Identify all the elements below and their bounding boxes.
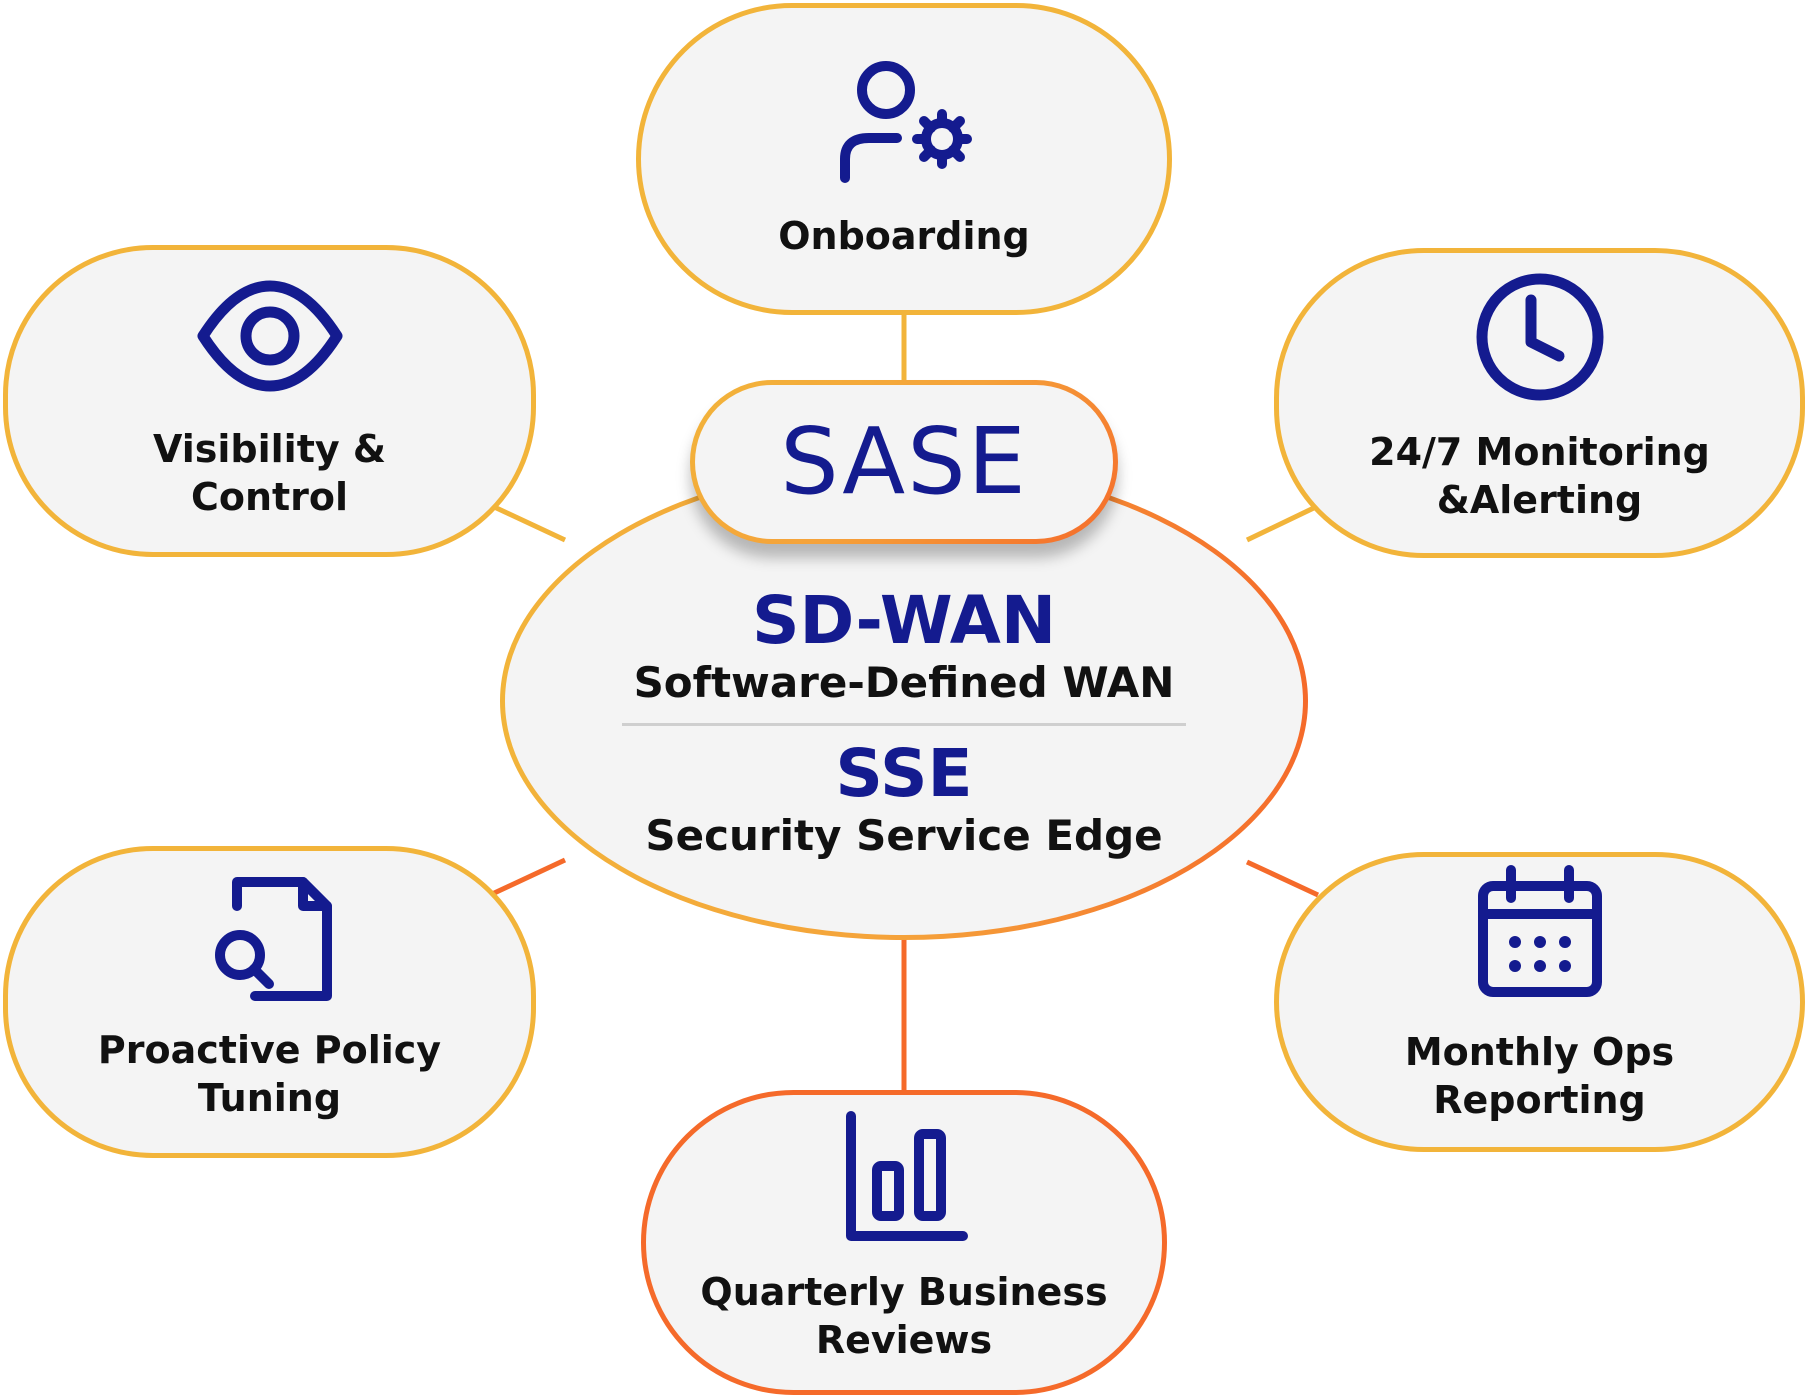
sase-badge-text: SASE xyxy=(780,408,1028,515)
connector-reporting xyxy=(1245,859,1320,898)
node-monthly-ops: Monthly Ops Reporting xyxy=(1274,852,1805,1152)
node-policy-label: Proactive Policy Tuning xyxy=(97,1028,442,1120)
node-onboarding: Onboarding xyxy=(636,3,1172,315)
node-quarterly-reviews: Quarterly Business Reviews xyxy=(641,1090,1167,1395)
eye-icon xyxy=(195,261,345,411)
node-visibility-control: Visibility & Control xyxy=(3,245,536,557)
connector-monitoring xyxy=(1245,502,1322,543)
node-onboarding-label: Onboarding xyxy=(778,214,1030,258)
connector-visibility xyxy=(488,502,567,543)
center-content: SD-WAN Software-Defined WAN SSE Security… xyxy=(505,585,1303,862)
node-reviews-label: Quarterly Business Reviews xyxy=(700,1269,1108,1362)
center-divider xyxy=(622,723,1186,726)
node-monitoring-label: 24/7 Monitoring &Alerting xyxy=(1369,430,1710,522)
node-monitoring-alerting: 24/7 Monitoring &Alerting xyxy=(1274,248,1805,558)
bar-chart-icon xyxy=(829,1104,979,1254)
center-ellipse: SD-WAN Software-Defined WAN SSE Security… xyxy=(500,462,1308,940)
clock-icon xyxy=(1465,262,1615,412)
sdwan-subtitle: Software-Defined WAN xyxy=(633,658,1175,707)
user-gear-icon xyxy=(829,56,979,206)
sse-subtitle: Security Service Edge xyxy=(645,811,1163,860)
sdwan-title: SD-WAN xyxy=(751,582,1057,659)
sse-title: SSE xyxy=(835,735,973,812)
document-search-icon xyxy=(195,864,345,1014)
sase-badge: SASE xyxy=(690,380,1118,544)
connector-policy xyxy=(488,857,567,898)
node-visibility-label: Visibility & Control xyxy=(153,427,386,519)
calendar-icon xyxy=(1465,858,1615,1008)
node-reporting-label: Monthly Ops Reporting xyxy=(1404,1030,1675,1122)
node-proactive-policy: Proactive Policy Tuning xyxy=(3,846,536,1158)
